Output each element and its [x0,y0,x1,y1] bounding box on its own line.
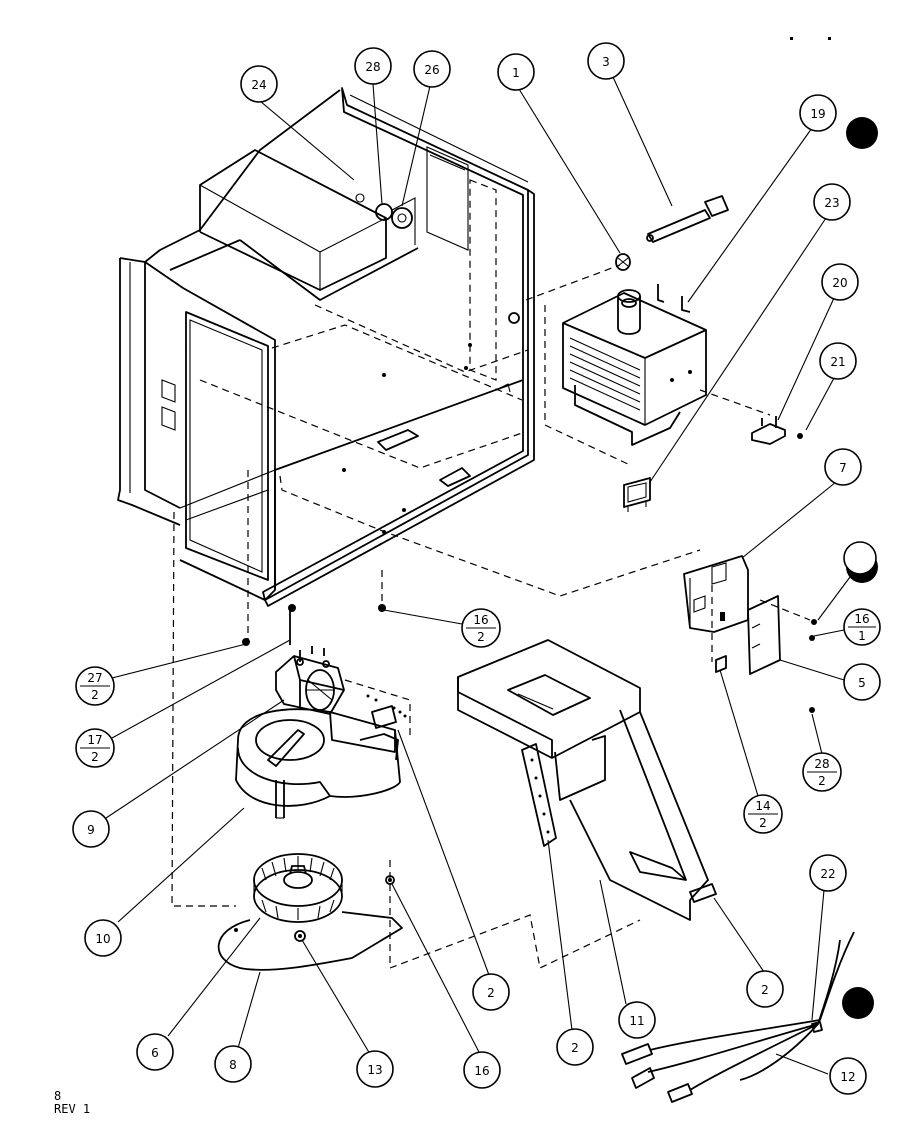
callout-5: 5 [843,663,881,701]
base-plate [217,875,403,971]
callout-20-number: 20 [832,276,847,290]
callout-3-number: 3 [602,55,610,69]
callout-2-a: 2 [472,973,510,1011]
callout-6: 6 [136,1033,174,1071]
callout-17-over-2-denominator: 2 [91,750,99,764]
callout-1-number: 1 [512,66,520,80]
callout-16-over-1-denominator: 1 [858,629,866,643]
screws-right [715,619,817,713]
callout-10-number: 10 [95,932,110,946]
foam-strips [366,694,717,903]
callout-1: 1 [497,53,535,91]
callout-28-over-2: 28 2 [802,752,842,792]
blower-housing [235,708,401,819]
callout-24-number: 24 [251,78,266,92]
switch-bracket [683,555,749,633]
callout-14-over-2-numerator: 14 [755,799,770,813]
callout-20: 20 [821,263,859,301]
cabinet-frame [117,87,535,607]
callout-23-number: 23 [824,196,839,210]
callout-17-over-2-numerator: 17 [87,733,102,747]
registration-dot-bottom [842,987,874,1019]
callout-21-number: 21 [830,355,845,369]
callout-2-c-number: 2 [761,983,769,997]
callout-5-number: 5 [858,676,866,690]
callout-12: 12 [829,1057,867,1095]
callout-23: 23 [813,183,851,221]
blower-wheel [253,853,343,923]
callout-2-b: 2 [556,1028,594,1066]
callout-16-over-2: 16 2 [461,608,501,648]
callout-26: 26 [413,50,451,88]
callout-16-bottom: 16 [463,1051,501,1089]
leader-lines [105,76,851,1075]
callout-16-over-1-numerator: 16 [854,612,869,626]
revision-label: 8 REV 1 [54,1090,90,1116]
callout-12-number: 12 [840,1070,855,1084]
callout-17-over-2: 17 2 [75,728,115,768]
callout-24: 24 [240,65,278,103]
callout-11-number: 11 [629,1014,644,1028]
wire-harness [621,931,855,1103]
callout-9-number: 9 [87,823,95,837]
callout-27-over-2-numerator: 27 [87,671,102,685]
callout-18: 18 [843,541,877,575]
callout-27-over-2: 27 2 [75,666,115,706]
callout-16-bottom-number: 16 [474,1064,489,1078]
callout-18-number: 18 [852,542,867,556]
callout-14-over-2-denominator: 2 [759,816,767,830]
callout-28-top: 28 [354,47,392,85]
registration-dot-top [846,117,878,149]
callout-21: 21 [819,342,857,380]
callout-22-number: 22 [820,867,835,881]
callout-10: 10 [84,919,122,957]
thermal-cutout [623,477,651,512]
callout-26-number: 26 [424,63,439,77]
callout-22: 22 [809,854,847,892]
terminal-bracket [751,416,803,445]
fan-motor [275,646,345,715]
revision-text: REV 1 [54,1102,91,1116]
callout-28-over-2-numerator: 28 [814,757,829,771]
callout-19: 19 [799,94,837,132]
callout-16-over-2-denominator: 2 [477,630,485,644]
callout-19-number: 19 [810,107,825,121]
callout-16-over-1: 16 1 [843,608,881,646]
callout-14-over-2: 14 2 [743,794,783,834]
screws-left [242,604,386,646]
callout-11: 11 [618,1001,656,1039]
air-duct [457,639,709,921]
callout-27-over-2-denominator: 2 [91,688,99,702]
callout-7: 7 [824,448,862,486]
callout-7-number: 7 [839,461,847,475]
circuit-board [747,595,781,675]
thermal-probe [646,195,729,243]
callout-28-over-2-denominator: 2 [818,774,826,788]
callout-2-c: 2 [746,970,784,1008]
magnetron [562,284,707,446]
callout-2-a-number: 2 [487,986,495,1000]
installation-lines [171,179,811,969]
callout-13-number: 13 [367,1063,382,1077]
antenna-gasket [615,253,631,271]
callout-16-over-2-numerator: 16 [473,613,488,627]
callout-6-number: 6 [151,1046,159,1060]
callout-8-number: 8 [229,1058,237,1072]
callout-3: 3 [587,42,625,80]
page-number: 8 [54,1089,62,1103]
callout-28-top-number: 28 [365,60,380,74]
callout-2-b-number: 2 [571,1041,579,1055]
callout-13: 13 [356,1050,394,1088]
callout-8: 8 [214,1045,252,1083]
callout-9: 9 [72,810,110,848]
